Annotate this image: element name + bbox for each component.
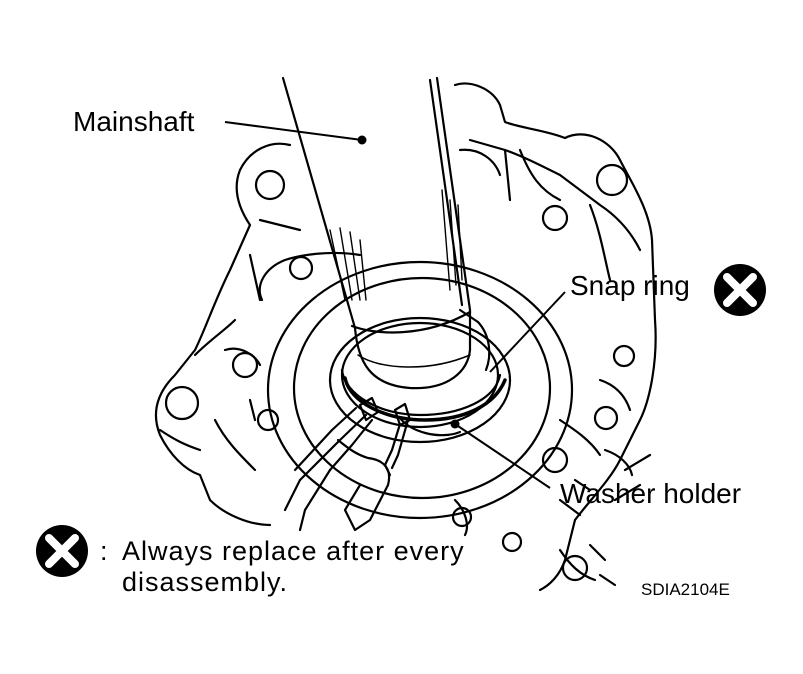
leader-mainshaft [224, 121, 363, 141]
bolt-hole [254, 169, 286, 201]
x-circle-icon [714, 264, 766, 316]
bolt-hole [231, 351, 259, 379]
bearing-outer-ring [266, 260, 574, 520]
bolt-hole [451, 506, 473, 528]
label-washer-holder: Washer holder [560, 478, 742, 509]
housing-outline-left [155, 142, 292, 527]
note-line-1: Always replace after every [122, 536, 465, 566]
label-snap-ring: Snap ring [570, 270, 690, 301]
leader-snap-ring [489, 291, 566, 373]
bolt-hole [612, 344, 636, 368]
bolt-hole [541, 204, 569, 232]
bolt-hole [561, 554, 589, 582]
bolt-hole [288, 255, 314, 281]
snap-ring [343, 376, 507, 422]
bolt-hole [593, 405, 619, 431]
housing-outline [453, 82, 657, 592]
bolt-hole [501, 531, 523, 553]
x-circle-icon [36, 525, 88, 577]
leader-washer-holder [454, 423, 551, 489]
bolt-hole [256, 408, 280, 432]
mainshaft-left-edge [281, 76, 357, 330]
bolt-hole [164, 385, 200, 421]
bolt-hole [595, 163, 629, 197]
pliers-jaw [358, 396, 380, 422]
note-separator: : [100, 536, 109, 566]
label-mainshaft: Mainshaft [73, 106, 195, 137]
mainshaft-right-edge [435, 76, 472, 312]
figure-code: SDIA2104E [641, 580, 730, 599]
pliers-handle [343, 456, 391, 532]
note-line-2: disassembly. [122, 567, 289, 597]
